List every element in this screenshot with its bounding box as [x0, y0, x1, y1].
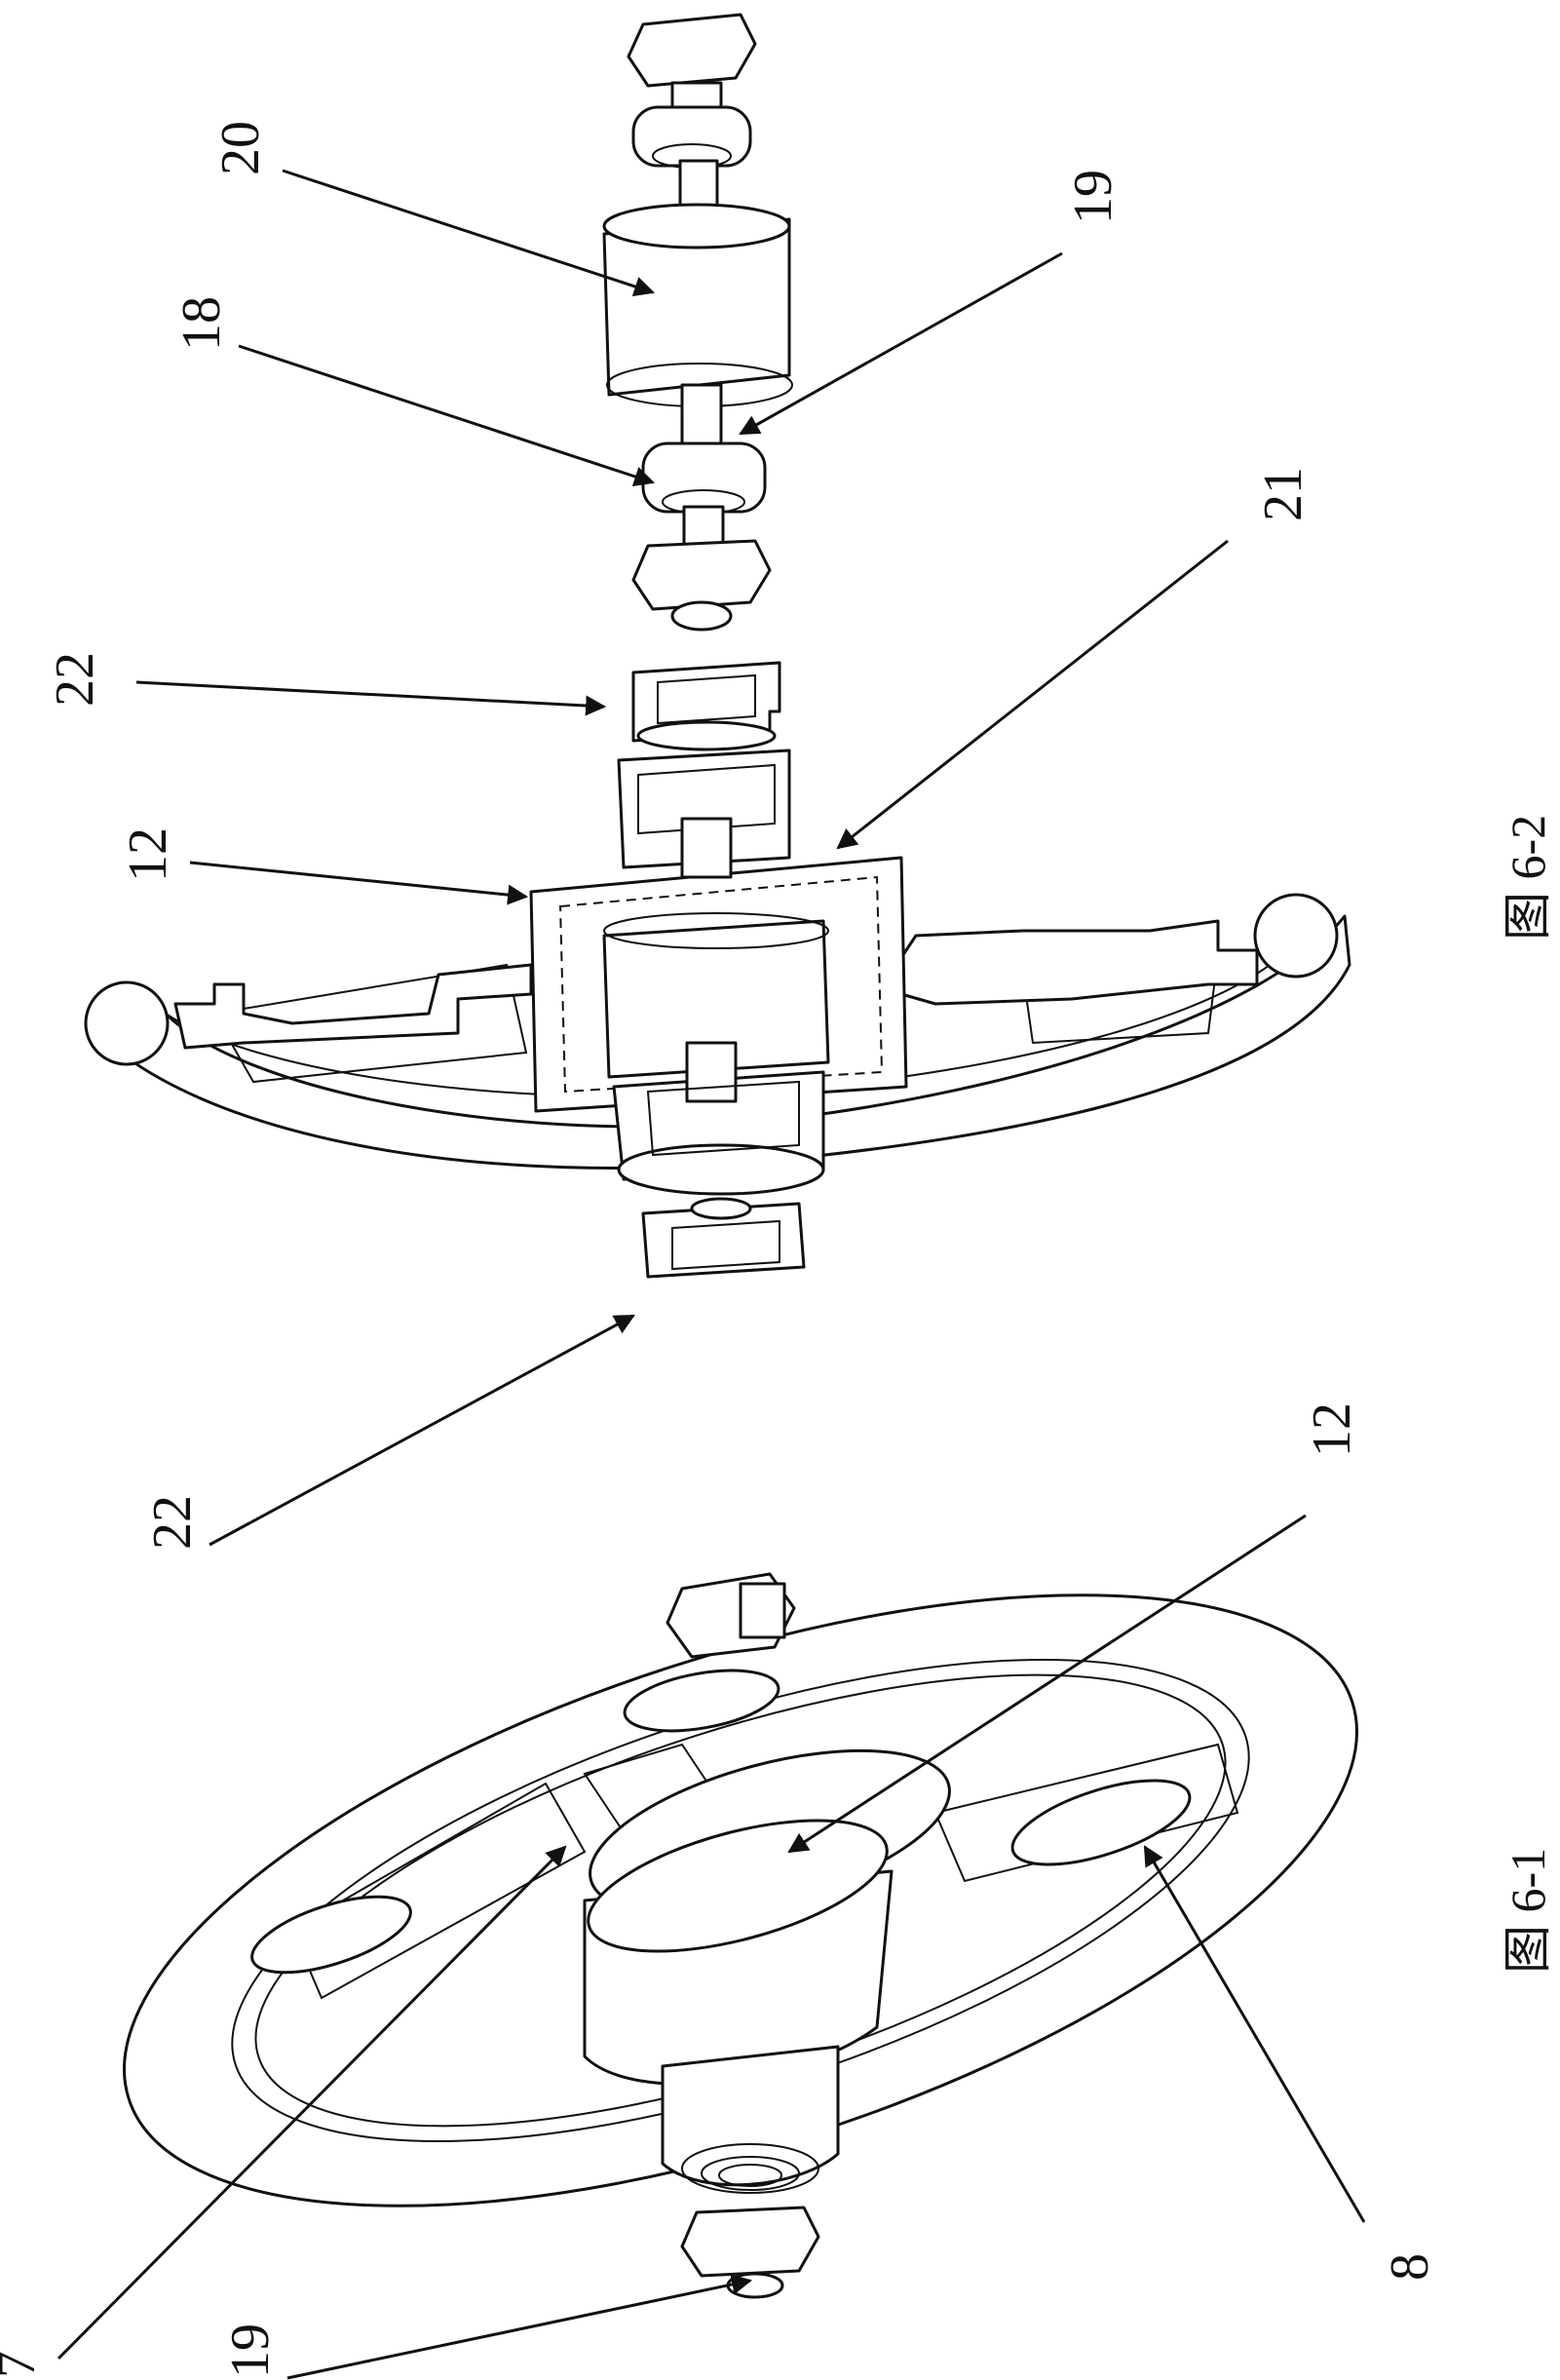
- leader-22-lower: [209, 1316, 633, 1545]
- fig2-shaft-assembly: [604, 15, 792, 630]
- leader-8: [1145, 1847, 1364, 2222]
- label-8: 8: [1380, 2253, 1440, 2281]
- label-21: 21: [1253, 467, 1313, 521]
- figure-6-1: [54, 1470, 1427, 2330]
- leader-19-fig1: [287, 2281, 750, 2378]
- label-19-fig1: 19: [220, 2323, 281, 2378]
- label-22-lower: 22: [142, 1495, 203, 1550]
- leader-18: [239, 346, 653, 482]
- leader-12-fig2: [190, 863, 526, 897]
- label-12-fig2: 12: [118, 827, 178, 882]
- part-22-upper-cup: [633, 663, 780, 749]
- part-20-cylinder: [604, 205, 792, 406]
- label-7: 7: [0, 2351, 47, 2378]
- figure-captions: 图 6-2 图 6-1: [1501, 815, 1555, 1974]
- leader-21: [838, 541, 1228, 848]
- fig1-bottom-nut: [682, 2207, 818, 2297]
- label-22-upper: 22: [45, 652, 105, 707]
- label-18: 18: [171, 296, 232, 351]
- label-19-fig2: 19: [1063, 170, 1123, 224]
- caption-fig-6-1: 图 6-1: [1501, 1848, 1555, 1974]
- fig1-top-nut: [667, 1574, 794, 1657]
- part-12-wheel-assembly: [86, 750, 1350, 1194]
- leader-22-upper: [136, 682, 604, 707]
- caption-fig-6-2: 图 6-2: [1501, 815, 1555, 940]
- part-18-bearing: [643, 443, 765, 514]
- figure-6-2: [86, 15, 1350, 1277]
- part-22-lower-cup: [643, 1199, 804, 1277]
- label-12-fig1: 12: [1302, 1402, 1362, 1457]
- label-20: 20: [210, 121, 271, 175]
- leader-20: [283, 171, 653, 292]
